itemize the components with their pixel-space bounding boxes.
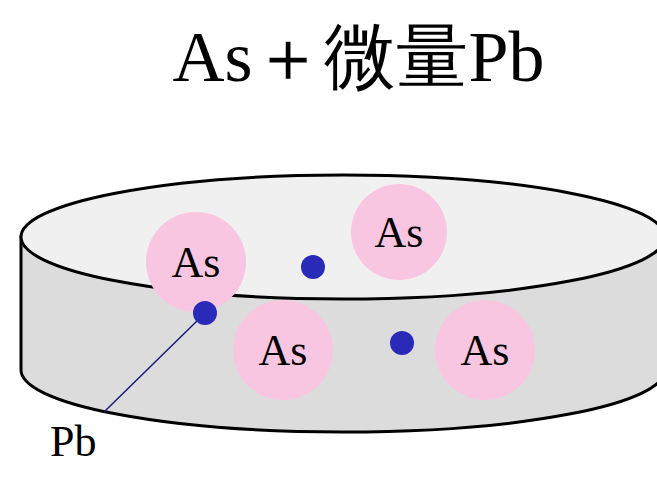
atom-label: As bbox=[435, 300, 535, 400]
atom-label: As bbox=[146, 212, 246, 312]
title: As＋微量Pb bbox=[0, 18, 657, 97]
arsenic-atom: As bbox=[233, 300, 333, 400]
atom-label: As bbox=[233, 300, 333, 400]
arsenic-atom: As bbox=[146, 212, 246, 312]
element-label: Pb bbox=[50, 420, 96, 464]
arsenic-atom: As bbox=[351, 184, 447, 280]
arsenic-atom: As bbox=[435, 300, 535, 400]
atom-label: As bbox=[351, 184, 447, 280]
